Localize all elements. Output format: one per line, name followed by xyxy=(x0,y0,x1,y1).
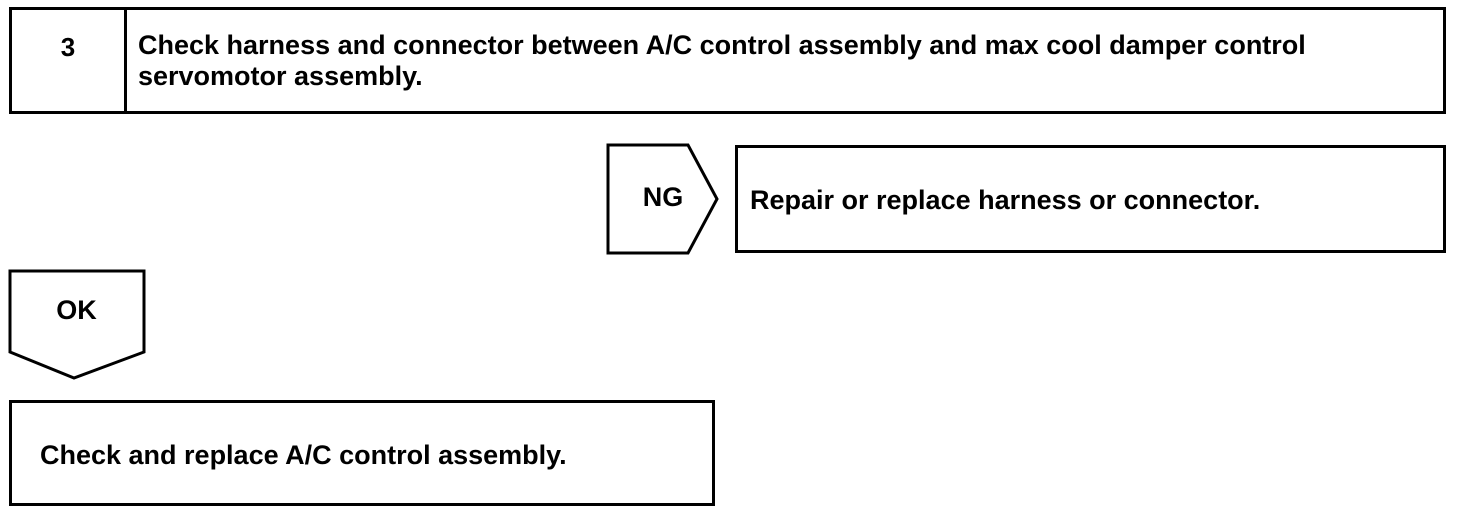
step-divider xyxy=(124,10,127,111)
ok-action-text: Check and replace A/C control assembly. xyxy=(40,440,567,470)
ng-action-text: Repair or replace harness or connector. xyxy=(750,185,1261,215)
step-instruction: Check harness and connector between A/C … xyxy=(138,30,1306,91)
ok-action-box: Check and replace A/C control assembly. xyxy=(9,400,715,506)
ok-label: OK xyxy=(56,295,97,325)
step-box: 3 Check harness and connector between A/… xyxy=(9,7,1446,114)
step-number: 3 xyxy=(60,32,76,62)
ng-label: NG xyxy=(642,182,684,212)
ng-action-box: Repair or replace harness or connector. xyxy=(735,145,1446,253)
